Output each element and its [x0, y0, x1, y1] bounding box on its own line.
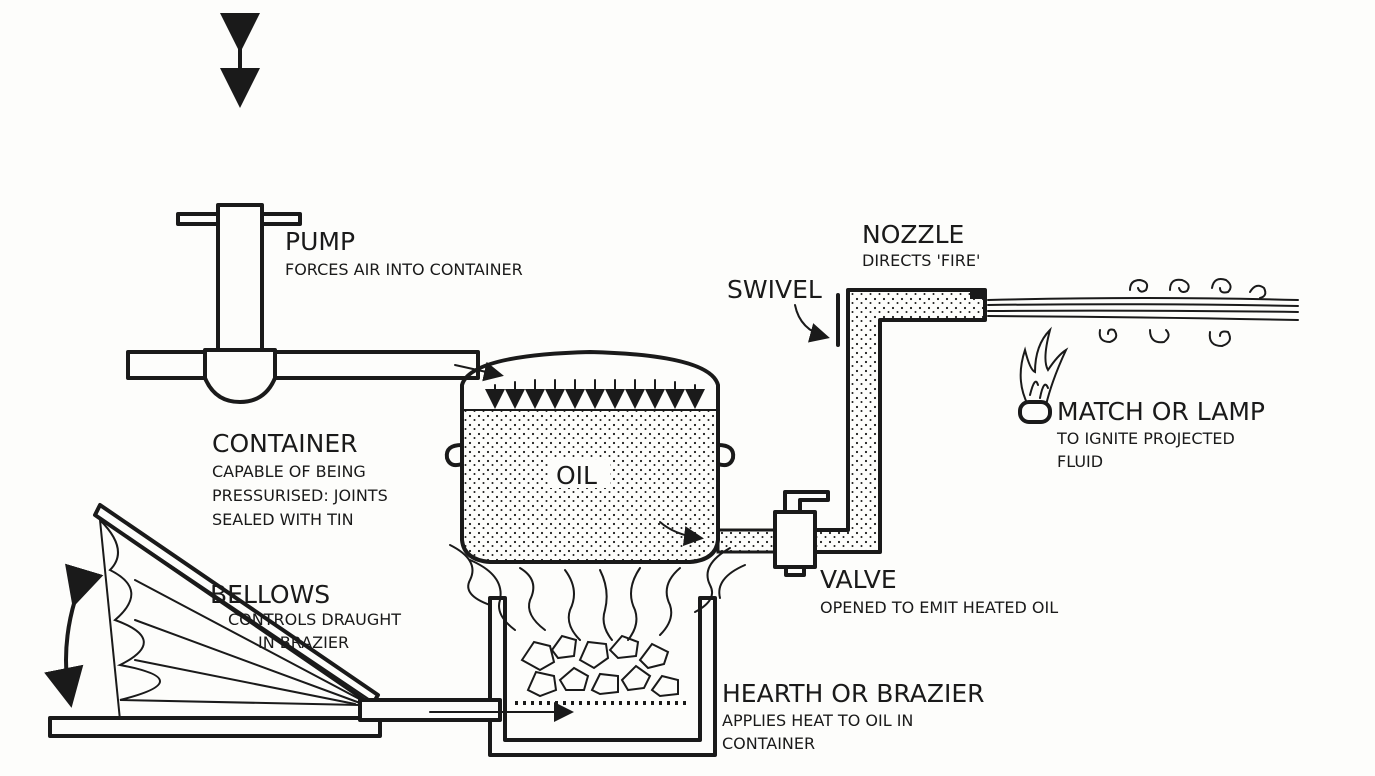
valve-body: [773, 510, 817, 569]
coals: [515, 634, 690, 705]
label-title: HEARTH OR BRAZIER: [722, 679, 985, 708]
label-title: NOZZLE: [862, 220, 964, 249]
label-title: BELLOWS: [210, 580, 330, 609]
container-handle-right: [716, 443, 736, 468]
label-desc: OPENED TO EMIT HEATED OIL: [820, 598, 1058, 617]
bellows: [44, 503, 574, 738]
label-title: CONTAINER: [212, 429, 358, 458]
label-desc: CONTROLS DRAUGHT: [228, 610, 401, 629]
label-pump: PUMP FORCES AIR INTO CONTAINER: [285, 227, 523, 279]
label-container: CONTAINER CAPABLE OF BEING PRESSURISED: …: [212, 429, 388, 529]
pump: [126, 13, 504, 404]
heat-waves: [449, 544, 746, 641]
label-nozzle: NOZZLE DIRECTS 'FIRE': [862, 220, 980, 270]
bellows-nozzle: [358, 698, 502, 722]
label-title: VALVE: [820, 565, 897, 594]
valve-handle: [783, 490, 830, 514]
container: OIL: [444, 350, 736, 564]
label-desc: DIRECTS 'FIRE': [862, 251, 980, 270]
match-or-lamp: [1018, 326, 1069, 424]
air-pipe: [126, 350, 480, 380]
label-desc: FLUID: [1057, 452, 1103, 471]
label-bellows: BELLOWS CONTROLS DRAUGHT IN BRAZIER: [210, 580, 401, 652]
label-title: MATCH OR LAMP: [1057, 397, 1265, 426]
pump-cylinder: [216, 203, 264, 352]
label-desc: IN BRAZIER: [258, 633, 349, 652]
label-valve: VALVE OPENED TO EMIT HEATED OIL: [820, 565, 1058, 617]
label-desc: CONTAINER: [722, 734, 815, 753]
label-desc: TO IGNITE PROJECTED: [1056, 429, 1235, 448]
bellows-top-board: [93, 503, 380, 707]
container-handle-left: [444, 443, 464, 468]
outlet-pipe: [716, 288, 987, 577]
label-title: PUMP: [285, 227, 355, 256]
hearth: [488, 596, 717, 757]
label-desc: FORCES AIR INTO CONTAINER: [285, 260, 523, 279]
label-desc: PRESSURISED: JOINTS: [212, 486, 388, 505]
label-hearth: HEARTH OR BRAZIER APPLIES HEAT TO OIL IN…: [722, 679, 985, 753]
label-desc: APPLIES HEAT TO OIL IN: [722, 711, 913, 730]
curved-arrow-icon: [44, 563, 104, 708]
label-desc: SEALED WITH TIN: [212, 510, 354, 529]
label-match: MATCH OR LAMP TO IGNITE PROJECTED FLUID: [1056, 397, 1265, 471]
pressure-arrows: [485, 379, 705, 409]
oil-label: OIL: [556, 461, 597, 490]
nozzle-pipe: [813, 288, 987, 554]
label-title: SWIVEL: [727, 275, 822, 304]
label-desc: CAPABLE OF BEING: [212, 462, 366, 481]
pump-valve-body: [203, 348, 277, 404]
label-swivel: SWIVEL: [727, 275, 822, 304]
fire-jet: [987, 278, 1299, 348]
bellows-bottom-board: [48, 716, 382, 738]
